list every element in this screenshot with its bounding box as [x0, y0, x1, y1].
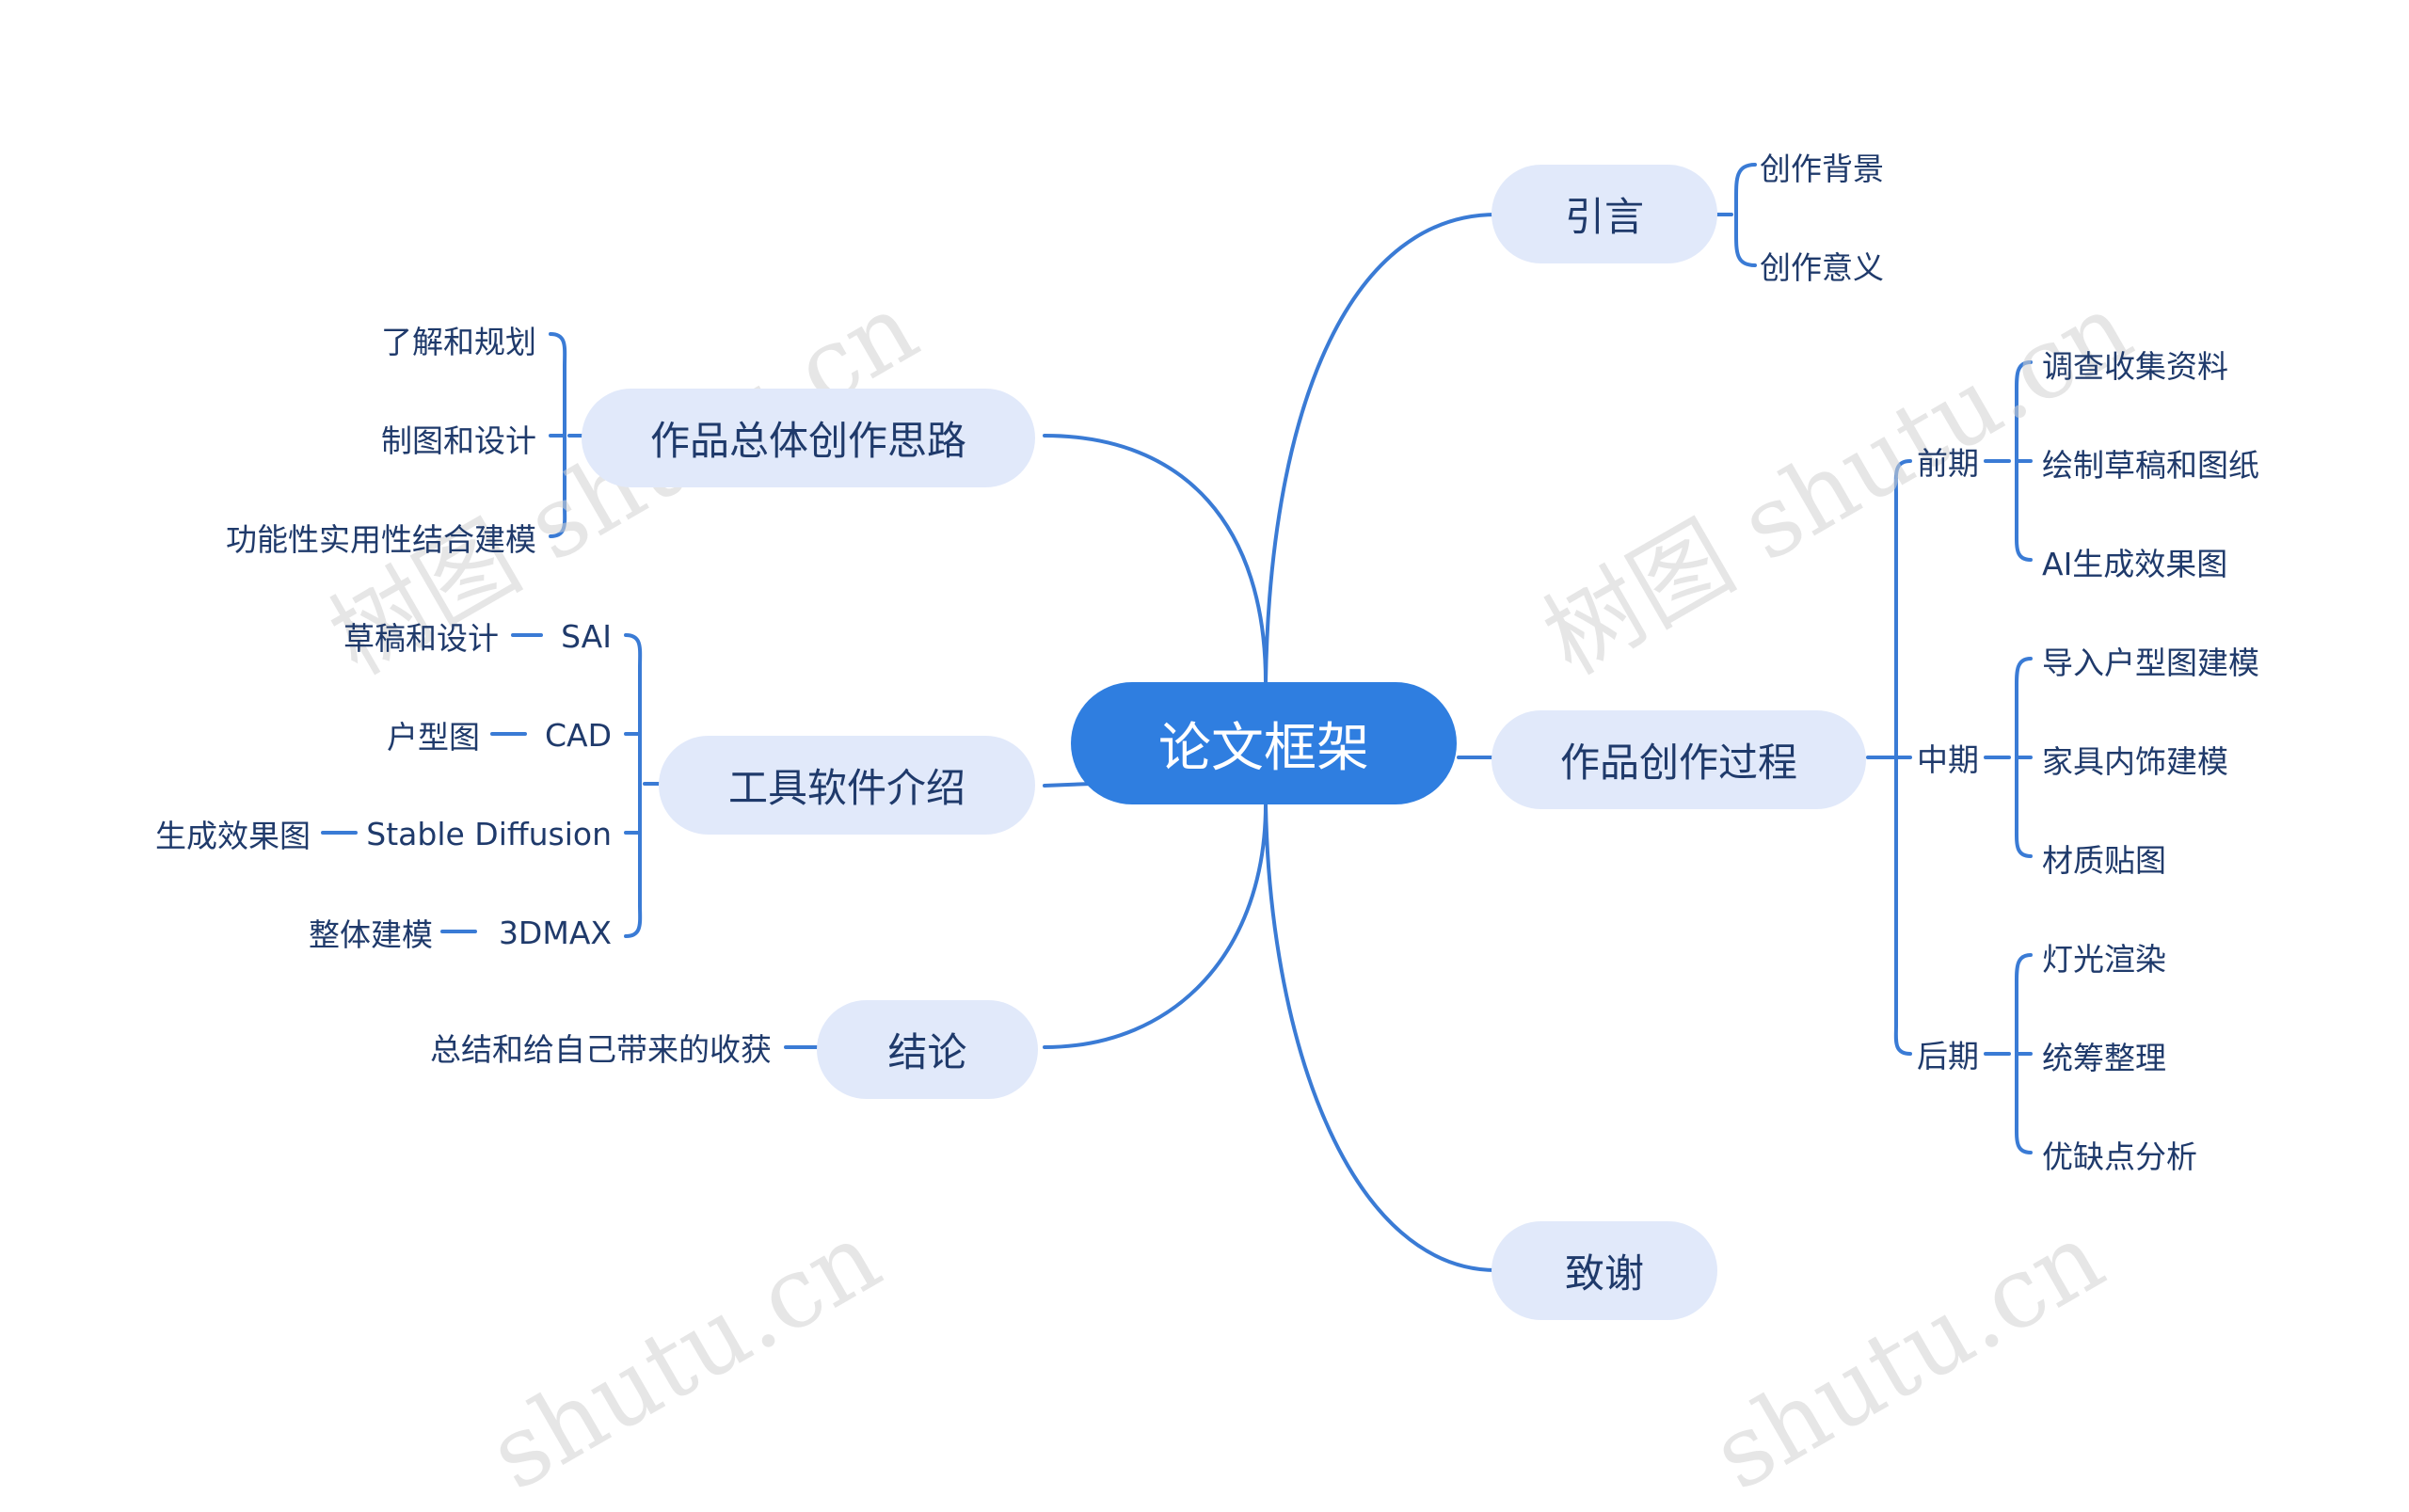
connector-lines [321, 163, 2033, 1272]
phase-item[interactable]: 统筹整理 [2042, 1040, 2166, 1076]
branch-conclusion[interactable]: 结论 [817, 1000, 1038, 1099]
tool-use[interactable]: 草稿和设计 [343, 620, 499, 657]
phase-item[interactable]: 调查收集资料 [2042, 348, 2228, 385]
ideas-item[interactable]: 功能性实用性结合建模 [226, 521, 536, 558]
phase-late[interactable]: 后期 [1917, 1038, 1979, 1074]
phase-item[interactable]: 导入户型图建模 [2042, 645, 2259, 681]
phase-early[interactable]: 前期 [1917, 445, 1979, 482]
conclusion-item[interactable]: 总结和给自己带来的收获 [430, 1031, 772, 1068]
tool-name[interactable]: Stable Diffusion [366, 815, 612, 852]
intro-item[interactable]: 创作背景 [1760, 151, 1884, 187]
phase-item[interactable]: AI生成效果图 [2042, 546, 2228, 582]
intro-item[interactable]: 创作意义 [1760, 249, 1884, 286]
branch-process[interactable]: 作品创作过程 [1492, 710, 1866, 809]
branch-intro[interactable]: 引言 [1492, 165, 1717, 263]
tool-use[interactable]: 户型图 [387, 719, 480, 756]
ideas-item[interactable]: 制图和设计 [381, 422, 536, 459]
ideas-item[interactable]: 了解和规划 [381, 324, 536, 360]
phase-middle[interactable]: 中期 [1917, 741, 1979, 778]
center-topic[interactable]: 论文框架 [1071, 682, 1457, 804]
branch-thanks[interactable]: 致谢 [1492, 1221, 1717, 1320]
phase-item[interactable]: 优缺点分析 [2042, 1138, 2197, 1175]
phase-item[interactable]: 家具内饰建模 [2042, 743, 2228, 780]
phase-item[interactable]: 灯光渲染 [2042, 941, 2166, 978]
branch-tools[interactable]: 工具软件介绍 [659, 736, 1035, 835]
tool-use[interactable]: 整体建模 [309, 916, 433, 953]
tool-use[interactable]: 生成效果图 [155, 818, 311, 854]
tool-name[interactable]: 3DMAX [498, 914, 612, 951]
phase-item[interactable]: 材质贴图 [2042, 842, 2166, 879]
tool-name[interactable]: CAD [544, 716, 612, 754]
phase-item[interactable]: 绘制草稿和图纸 [2042, 447, 2259, 484]
branch-creative-ideas[interactable]: 作品总体创作思路 [582, 389, 1035, 487]
tool-name[interactable]: SAI [561, 617, 612, 655]
